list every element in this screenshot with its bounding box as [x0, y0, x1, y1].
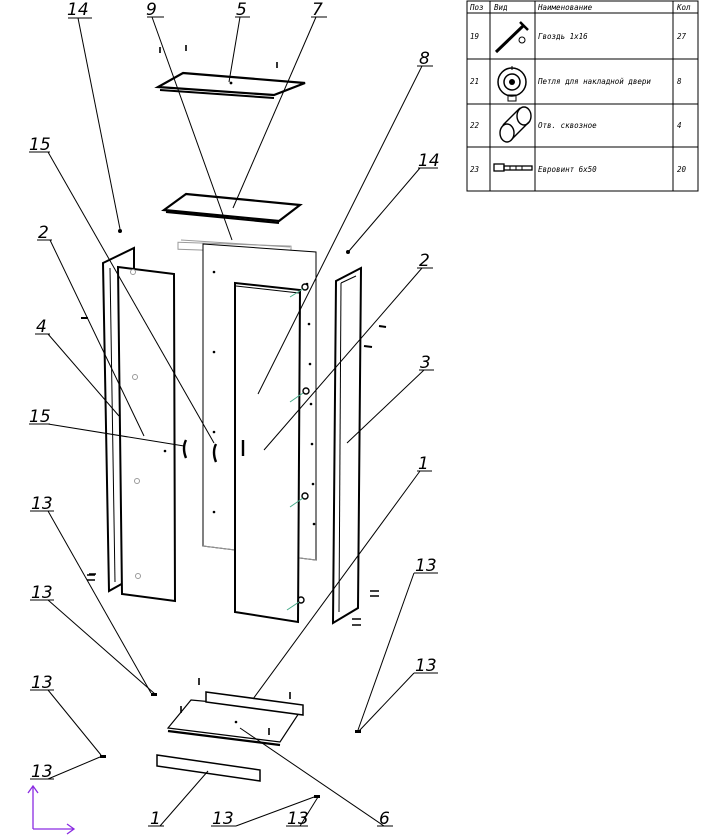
part-shelf [161, 192, 303, 224]
callout-15-mid: 15 [29, 407, 51, 427]
part-top-panel [154, 71, 306, 99]
through-hole-icon [499, 106, 532, 143]
axis-indicator-icon [27, 784, 76, 835]
table-row-pos: 23 [470, 165, 480, 174]
part-plinth-top [205, 691, 304, 716]
table-row-qty: 20 [677, 165, 687, 174]
callout-1-bottom: 1 [150, 809, 161, 829]
parts-table: Поз Вид Наименование Кол 19 Гвоздь 1х16 … [466, 0, 699, 192]
hinge-marks [286, 283, 310, 611]
table-row-pos: 21 [470, 77, 479, 86]
table-row-name: Петля для накладной двери [537, 77, 651, 86]
leader-lines [29, 16, 438, 827]
callout-13-d: 13 [31, 762, 53, 782]
callouts: 14 9 5 7 8 15 14 2 2 4 3 15 1 13 13 13 1… [29, 0, 440, 829]
table-header-qty: Кол [676, 3, 691, 12]
table-row-name: Евровинт 6х50 [538, 165, 597, 174]
euroscrew-icon [493, 163, 533, 172]
table-row-name: Отв. сквозное [538, 121, 597, 130]
callout-2-left: 2 [38, 223, 49, 243]
callout-13-c: 13 [31, 673, 53, 693]
callout-13-b: 13 [31, 583, 53, 603]
table-row-qty: 4 [677, 121, 682, 130]
callout-4: 4 [36, 317, 47, 337]
part-door-left [116, 265, 218, 603]
callout-3: 3 [420, 353, 431, 373]
part-door-right [234, 281, 310, 624]
callout-2-right: 2 [419, 251, 430, 271]
callout-6: 6 [379, 809, 390, 829]
callout-5: 5 [236, 0, 247, 20]
callout-13-a: 13 [31, 494, 53, 514]
nail-icon [494, 21, 529, 54]
table-row-qty: 8 [677, 77, 682, 86]
callout-13-h: 13 [287, 809, 309, 829]
table-row-qty: 27 [677, 32, 687, 41]
table-header-view: Вид [494, 3, 508, 12]
callout-13-f: 13 [415, 656, 437, 676]
callout-15-top: 15 [29, 135, 51, 155]
table-header-name: Наименование [537, 3, 593, 12]
hinge-icon [497, 66, 527, 102]
callout-13-g: 13 [212, 809, 234, 829]
part-right-side [331, 250, 387, 626]
table-row-name: Гвоздь 1х16 [538, 32, 588, 41]
table-header-pos: Поз [469, 3, 484, 12]
hinge-marks [130, 269, 141, 579]
fastener-marks [89, 45, 361, 798]
callout-7: 7 [312, 0, 323, 20]
callout-14-right: 14 [418, 151, 440, 171]
callout-9: 9 [146, 0, 157, 20]
part-plinth-bottom [156, 754, 261, 782]
table-row-pos: 22 [470, 121, 480, 130]
callout-14-left: 14 [67, 0, 89, 20]
callout-1-right: 1 [418, 454, 429, 474]
callout-13-e: 13 [415, 556, 437, 576]
table-row-pos: 19 [470, 32, 480, 41]
callout-8: 8 [419, 49, 430, 69]
